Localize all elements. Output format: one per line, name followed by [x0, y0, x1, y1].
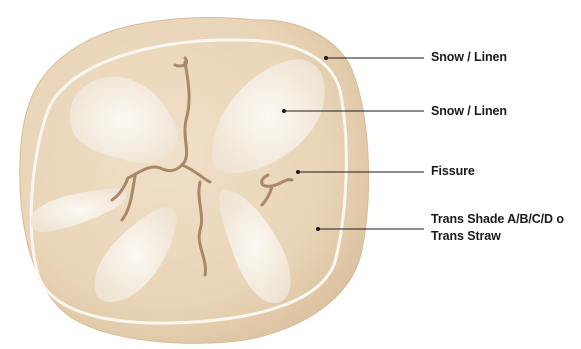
label-text: Snow / Linen	[431, 103, 507, 120]
label-snow-linen-outer: Snow / Linen	[431, 49, 507, 66]
label-trans-shade: Trans Shade A/B/C/D o Trans Straw	[431, 211, 564, 245]
tooth-body	[20, 18, 369, 344]
label-snow-linen-cusp: Snow / Linen	[431, 103, 507, 120]
label-fissure: Fissure	[431, 163, 475, 180]
label-text: Snow / Linen	[431, 49, 507, 66]
label-text: Fissure	[431, 163, 475, 180]
label-text-line-1: Trans Shade A/B/C/D o	[431, 211, 564, 228]
label-text-line-2: Trans Straw	[431, 228, 564, 245]
